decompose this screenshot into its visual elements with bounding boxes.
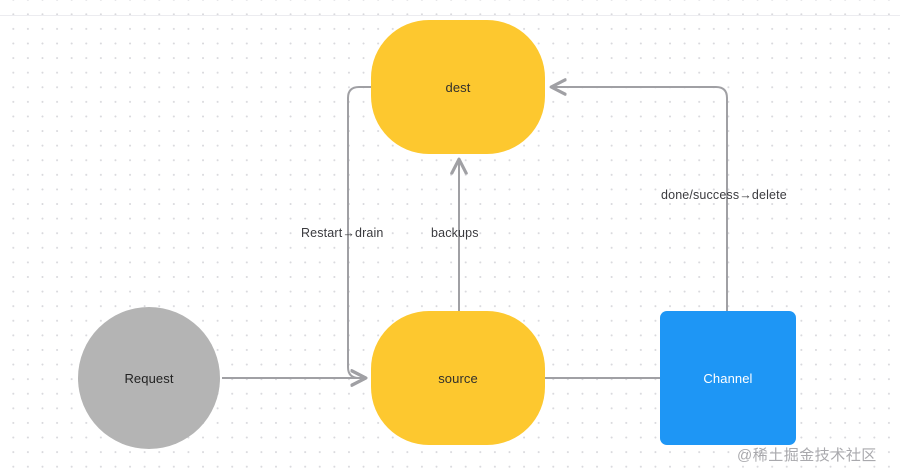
node-dest-label: dest [445, 79, 471, 95]
node-channel[interactable]: Channel [660, 311, 796, 445]
node-channel-label: Channel [703, 370, 753, 386]
node-source[interactable]: source [371, 311, 545, 445]
node-request[interactable]: Request [78, 307, 220, 449]
edge-channel-to-dest [552, 87, 728, 311]
edge-label-backups: backups [431, 226, 479, 240]
node-dest[interactable]: dest [371, 20, 545, 154]
node-source-label: source [438, 370, 478, 386]
edge-label-done-success-delete: done/success→delete [661, 188, 787, 202]
edge-label-restart-drain: Restart→drain [301, 226, 384, 240]
edge-source-to-dest-restart [347, 86, 371, 378]
canvas-top-divider [0, 15, 900, 16]
node-request-label: Request [124, 370, 174, 386]
watermark: @稀土掘金技术社区 [737, 447, 877, 464]
